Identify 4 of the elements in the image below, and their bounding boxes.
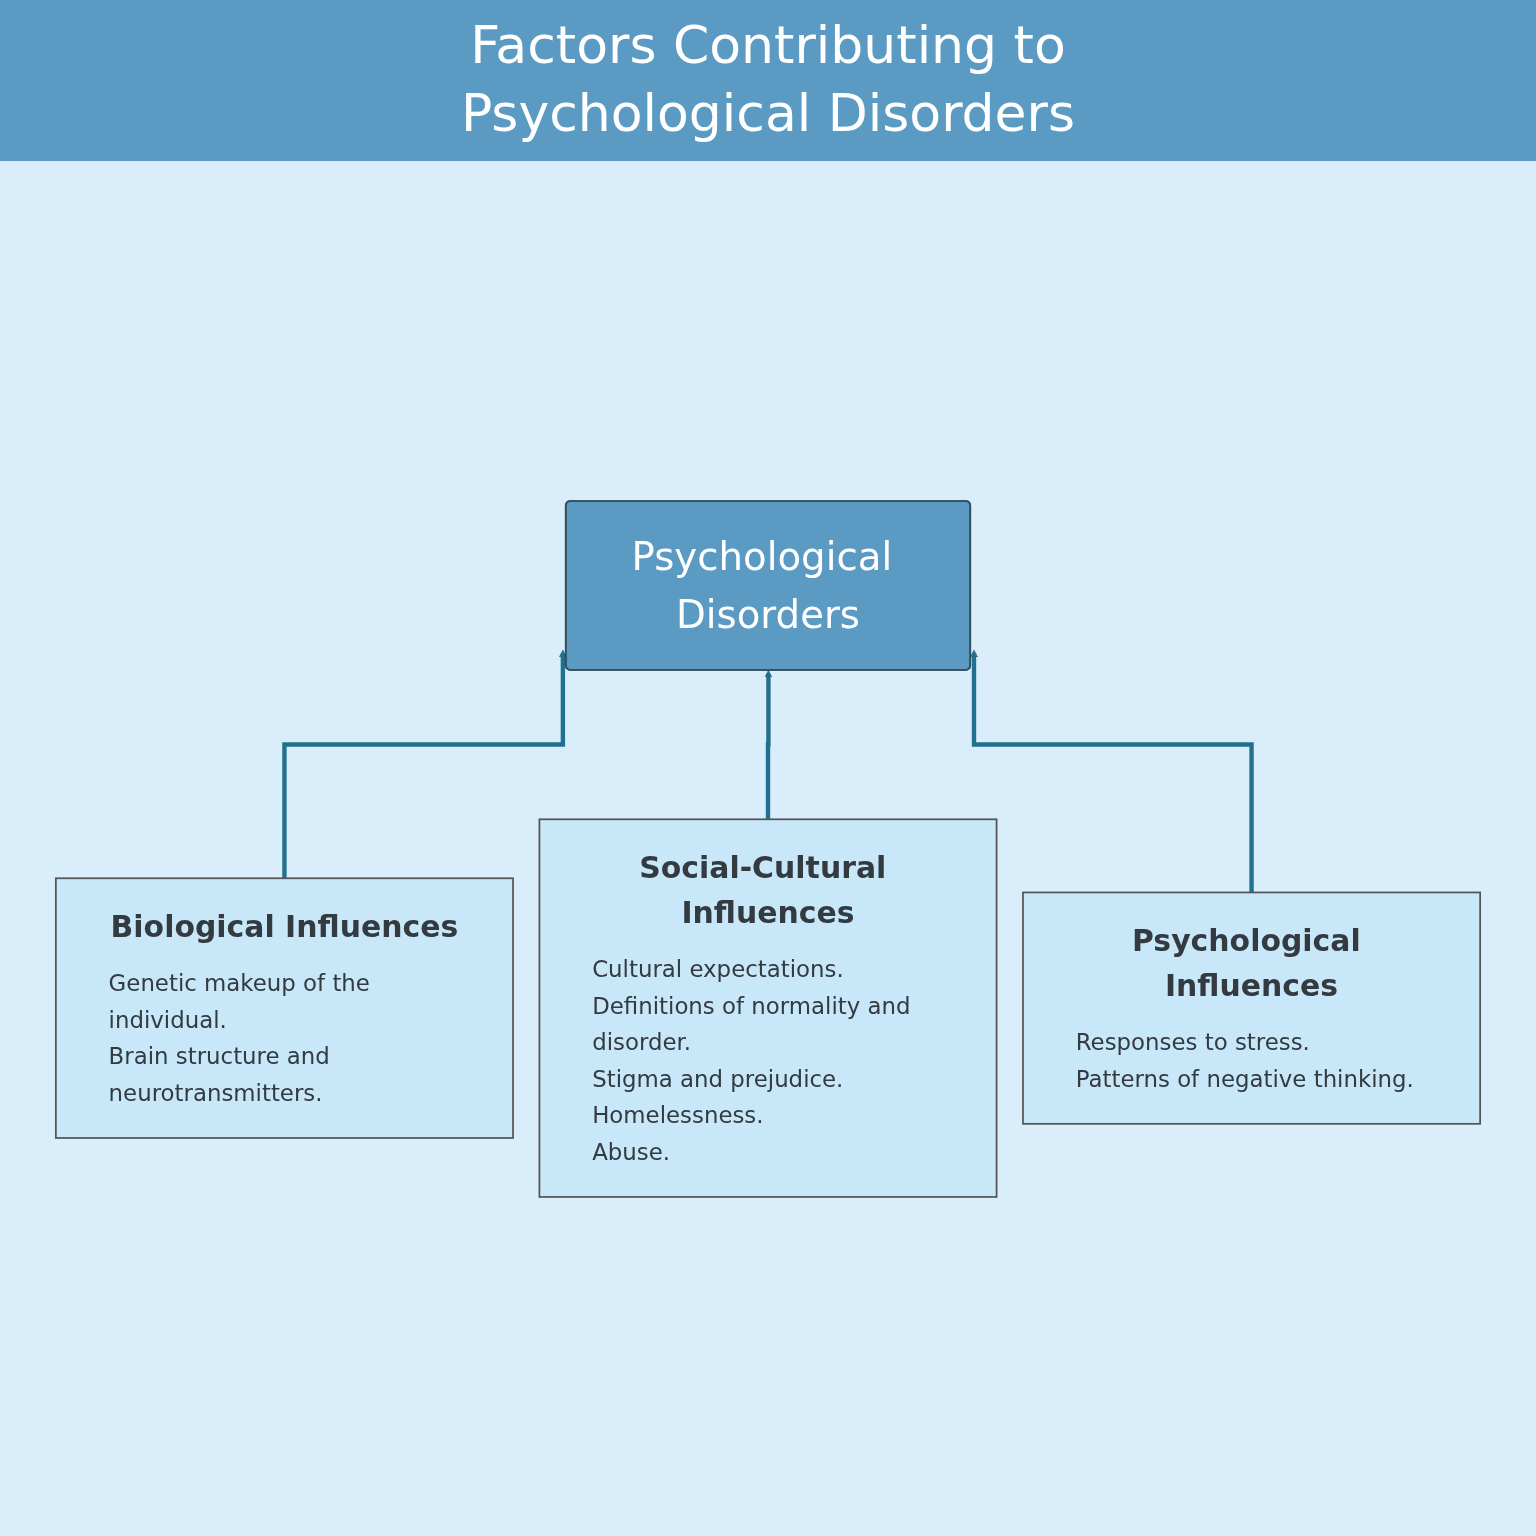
- node-box: Social-Cultural Influences Cultural expectations. Definitions of normality and disorder. Stigma and prejudice. Homelessness. Abuse.: [538, 818, 998, 1198]
- title: Factors Contributing to Psychological Disorders: [459, 14, 1077, 145]
- node-box: Psychological Influences Responses to stress. Patterns of negative thinking.: [1022, 891, 1482, 1125]
- node-box: Biological Influences Genetic makeup of the individual. Brain structure and neurotransmitters.: [55, 877, 514, 1139]
